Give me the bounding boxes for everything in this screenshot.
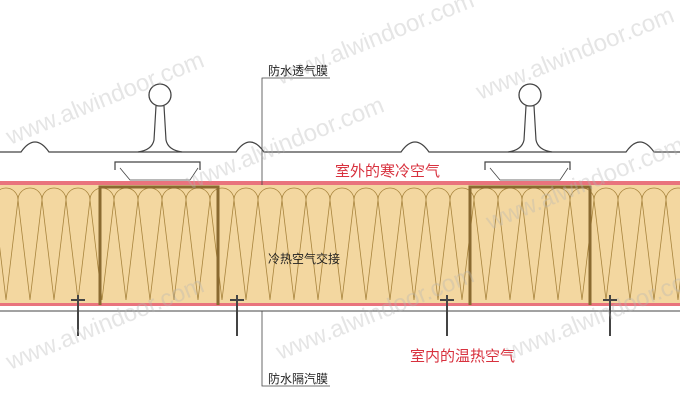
leader-line-bottom <box>261 311 330 387</box>
seam-roll <box>148 83 172 107</box>
label-air-junction: 冷热空气交接 <box>268 252 341 266</box>
leader-line-top <box>261 77 330 185</box>
label-breathable-membrane: 防水透气膜 <box>268 64 329 78</box>
label-outdoor-cold-air: 室外的寒冷空气 <box>335 162 441 180</box>
support-frame <box>468 185 592 305</box>
label-vapor-barrier: 防水隔汽膜 <box>268 372 329 386</box>
clip-bracket <box>114 161 201 170</box>
vapor-barrier <box>0 303 680 306</box>
seam-rib <box>137 105 183 153</box>
seam-roll <box>518 83 542 107</box>
clip-base <box>119 167 199 181</box>
clip-bracket <box>484 161 571 170</box>
insulation-layer <box>0 185 680 305</box>
clip-base <box>489 167 569 181</box>
support-frame <box>98 185 220 305</box>
seam-rib <box>507 105 553 153</box>
label-indoor-warm-air: 室内的温热空气 <box>410 347 516 365</box>
roof-sheet <box>0 141 680 153</box>
breathable-membrane <box>0 181 680 185</box>
